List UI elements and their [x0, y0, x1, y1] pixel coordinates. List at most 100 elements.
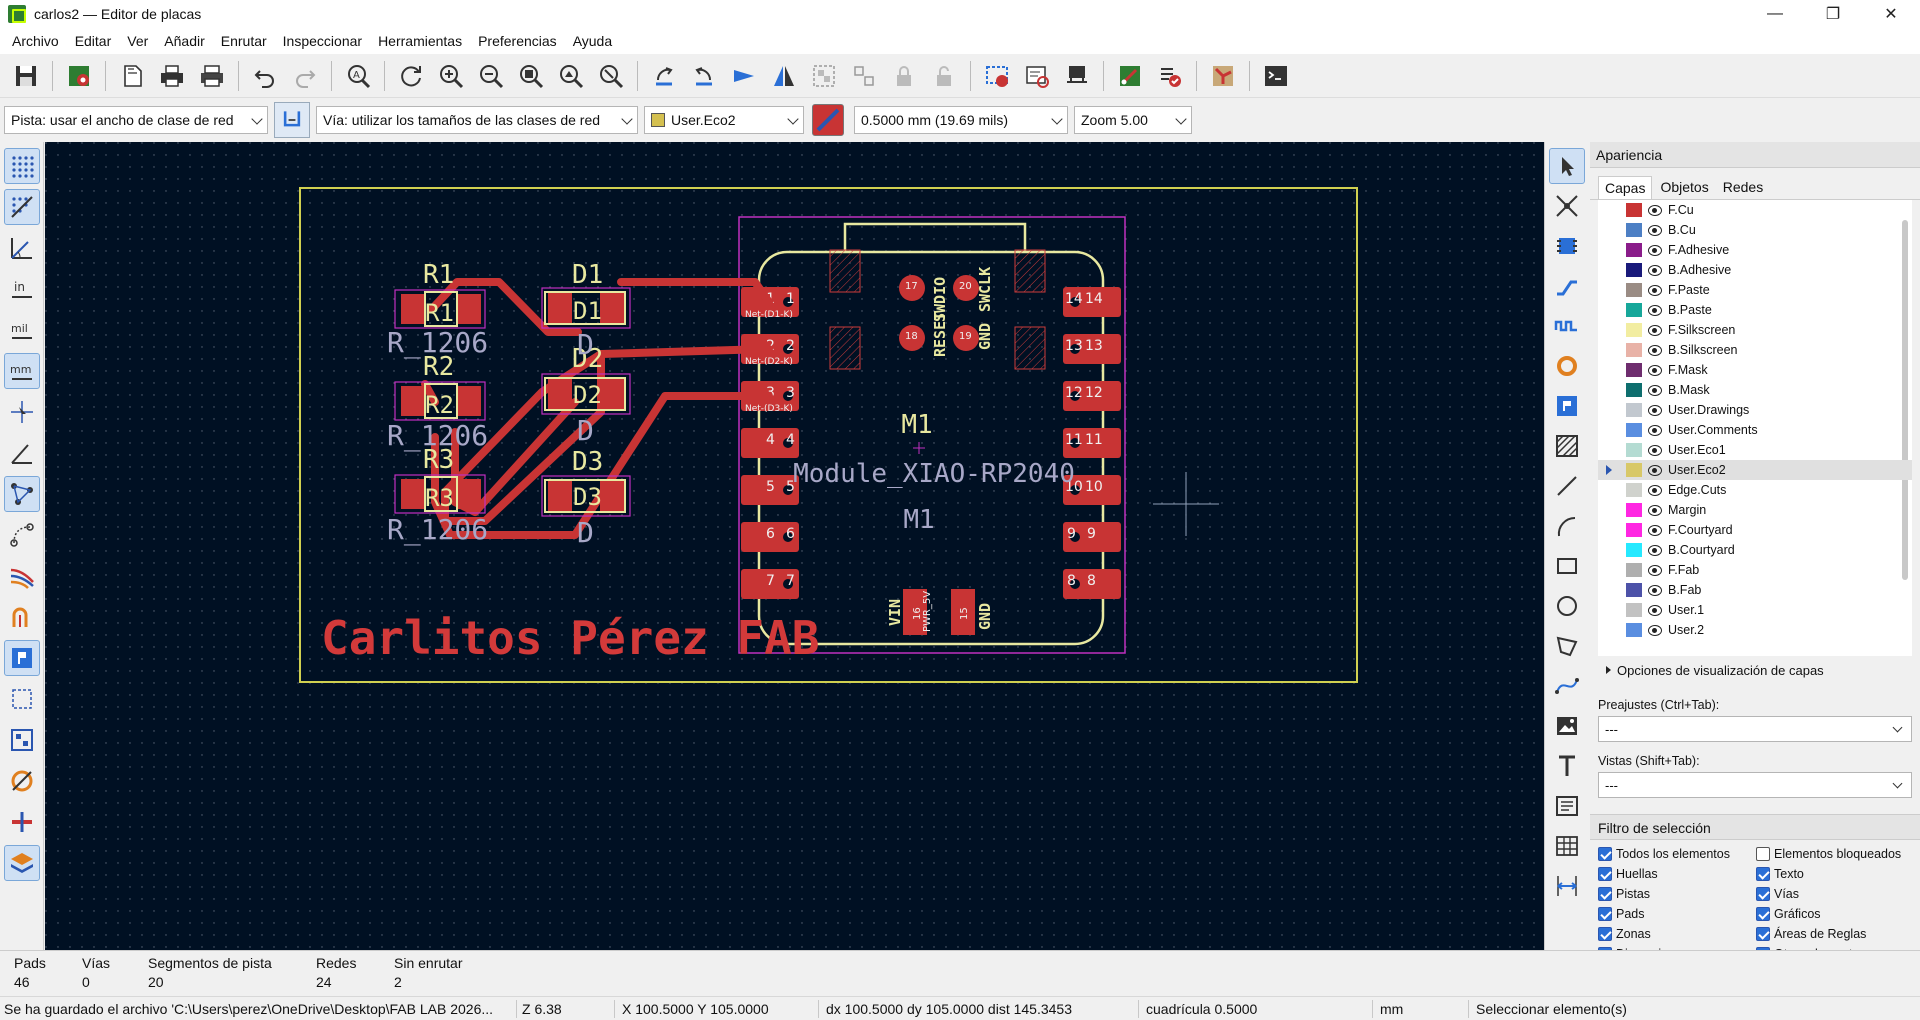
layer-row[interactable]: F.Paste [1598, 280, 1912, 300]
checkbox-checked-icon[interactable] [1756, 867, 1770, 881]
add-zone-tool[interactable] [1549, 388, 1585, 424]
restore-button[interactable]: ❐ [1825, 6, 1841, 23]
layer-pair-button[interactable] [812, 104, 844, 136]
menu-anadir[interactable]: Añadir [164, 33, 205, 49]
layer-row[interactable]: B.Silkscreen [1598, 340, 1912, 360]
layer-row[interactable]: F.Adhesive [1598, 240, 1912, 260]
layer-color-swatch[interactable] [1626, 243, 1642, 257]
layer-row[interactable]: B.Courtyard [1598, 540, 1912, 560]
eye-icon[interactable] [1648, 284, 1662, 296]
layer-color-swatch[interactable] [1626, 383, 1642, 397]
add-textbox-tool[interactable] [1549, 788, 1585, 824]
zoom-select[interactable]: Zoom 5.00 [1074, 106, 1192, 134]
scripting-console-button[interactable] [1258, 58, 1294, 94]
pcb-canvas[interactable]: 1 1 2 2 3 3 4 4 5 5 6 6 7 7 14 14 13 13 … [45, 142, 1544, 950]
checkbox-checked-icon[interactable] [1598, 847, 1612, 861]
tab-layers[interactable]: Capas [1598, 176, 1653, 199]
layer-color-swatch[interactable] [1626, 443, 1642, 457]
add-via-tool[interactable] [1549, 348, 1585, 384]
eye-icon[interactable] [1648, 624, 1662, 636]
print-button[interactable] [154, 58, 190, 94]
eye-icon[interactable] [1648, 524, 1662, 536]
active-layer-select[interactable]: User.Eco2 [644, 106, 804, 134]
find-button[interactable]: A [340, 58, 376, 94]
eye-icon[interactable] [1648, 244, 1662, 256]
draw-bezier-tool[interactable] [1549, 668, 1585, 704]
filter-checkbox[interactable]: Texto [1756, 866, 1916, 882]
layer-color-swatch[interactable] [1626, 483, 1642, 497]
undo-button[interactable] [247, 58, 283, 94]
layer-row[interactable]: F.Courtyard [1598, 520, 1912, 540]
layer-row[interactable]: Edge.Cuts [1598, 480, 1912, 500]
eye-icon[interactable] [1648, 364, 1662, 376]
tracks-display-toggle[interactable] [4, 804, 40, 840]
route-track-tool[interactable] [1549, 268, 1585, 304]
via-size-select[interactable]: Vía: utilizar los tamaños de las clases … [316, 106, 638, 134]
eye-icon[interactable] [1648, 504, 1662, 516]
layer-row[interactable]: B.Adhesive [1598, 260, 1912, 280]
tune-length-tool[interactable] [1549, 308, 1585, 344]
layer-color-swatch[interactable] [1626, 623, 1642, 637]
add-table-tool[interactable] [1549, 828, 1585, 864]
checkbox-checked-icon[interactable] [1756, 927, 1770, 941]
layer-row[interactable]: F.Silkscreen [1598, 320, 1912, 340]
layer-color-swatch[interactable] [1626, 303, 1642, 317]
draw-arc-tool[interactable] [1549, 508, 1585, 544]
eye-icon[interactable] [1648, 584, 1662, 596]
layer-row[interactable]: User.Comments [1598, 420, 1912, 440]
filter-checkbox[interactable]: Zonas [1598, 926, 1756, 942]
eye-icon[interactable] [1648, 304, 1662, 316]
menu-herramientas[interactable]: Herramientas [378, 33, 463, 49]
filter-checkbox[interactable]: Vías [1756, 886, 1916, 902]
filter-checkbox[interactable]: Huellas [1598, 866, 1756, 882]
high-contrast-toggle[interactable] [3, 845, 40, 881]
units-inches-button[interactable]: in [4, 271, 40, 307]
eye-icon[interactable] [1648, 444, 1662, 456]
layer-color-swatch[interactable] [1626, 563, 1642, 577]
close-button[interactable]: ✕ [1884, 6, 1898, 23]
filter-checkbox[interactable]: Elementos bloqueados [1756, 846, 1916, 862]
zoom-fit-button[interactable] [513, 58, 549, 94]
checkbox-checked-icon[interactable] [1756, 907, 1770, 921]
checkbox-unchecked-icon[interactable] [1756, 847, 1770, 861]
layer-row[interactable]: User.1 [1598, 600, 1912, 620]
menu-ayuda[interactable]: Ayuda [572, 33, 613, 49]
minimize-button[interactable]: — [1767, 5, 1783, 22]
tab-objects[interactable]: Objetos [1660, 179, 1709, 195]
layer-color-swatch[interactable] [1626, 403, 1642, 417]
net-colors-toggle[interactable] [4, 558, 40, 594]
layer-row[interactable]: Margin [1598, 500, 1912, 520]
layer-list-scrollbar[interactable] [1902, 220, 1908, 580]
eye-icon[interactable] [1648, 404, 1662, 416]
save-button[interactable] [8, 58, 44, 94]
rule-area-tool[interactable] [1549, 428, 1585, 464]
layer-color-swatch[interactable] [1626, 583, 1642, 597]
layer-color-swatch[interactable] [1626, 523, 1642, 537]
eye-icon[interactable] [1648, 344, 1662, 356]
grid-dots-toggle[interactable] [3, 148, 40, 184]
local-ratsnest-tool[interactable] [1549, 188, 1585, 224]
grid-select[interactable]: 0.5000 mm (19.69 mils) [854, 106, 1068, 134]
zoom-in-button[interactable] [433, 58, 469, 94]
vias-display-toggle[interactable] [4, 763, 40, 799]
mirror-button[interactable] [726, 58, 762, 94]
layer-row[interactable]: B.Fab [1598, 580, 1912, 600]
add-image-tool[interactable] [1549, 708, 1585, 744]
layer-row[interactable]: F.Mask [1598, 360, 1912, 380]
filter-checkbox[interactable]: Todos los elementos [1598, 846, 1756, 862]
layer-row[interactable]: User.2 [1598, 620, 1912, 640]
eye-icon[interactable] [1648, 264, 1662, 276]
eye-icon[interactable] [1648, 384, 1662, 396]
update-pcb-button[interactable] [979, 58, 1015, 94]
checkbox-checked-icon[interactable] [1598, 887, 1612, 901]
checkbox-checked-icon[interactable] [1598, 907, 1612, 921]
filter-checkbox[interactable]: Gráficos [1756, 906, 1916, 922]
zoom-selection-button[interactable] [593, 58, 629, 94]
layer-row[interactable]: User.Drawings [1598, 400, 1912, 420]
layer-row[interactable]: F.Fab [1598, 560, 1912, 580]
show-ratsnest-toggle[interactable] [3, 476, 40, 512]
scripting-button[interactable] [1112, 58, 1148, 94]
flip-button[interactable] [766, 58, 802, 94]
layer-row[interactable]: B.Cu [1598, 220, 1912, 240]
rotate-ccw-button[interactable] [646, 58, 682, 94]
